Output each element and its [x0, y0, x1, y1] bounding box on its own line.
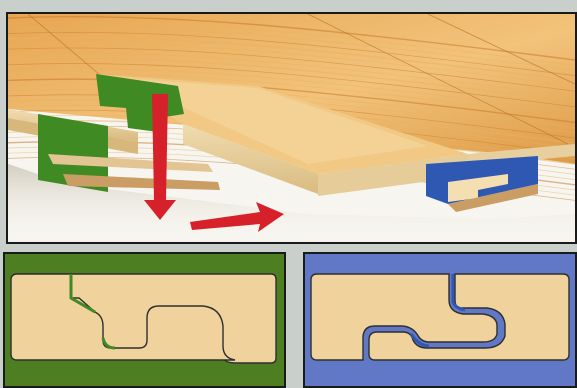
- laminate-board-illustration: [8, 14, 575, 242]
- groove-profile-cross-section: [305, 254, 575, 386]
- tongue-profile-cross-section: [5, 254, 284, 386]
- tongue-profile-detail-panel: [3, 252, 286, 388]
- groove-profile-detail-panel: [303, 252, 577, 388]
- hero-illustration-panel: [6, 12, 577, 244]
